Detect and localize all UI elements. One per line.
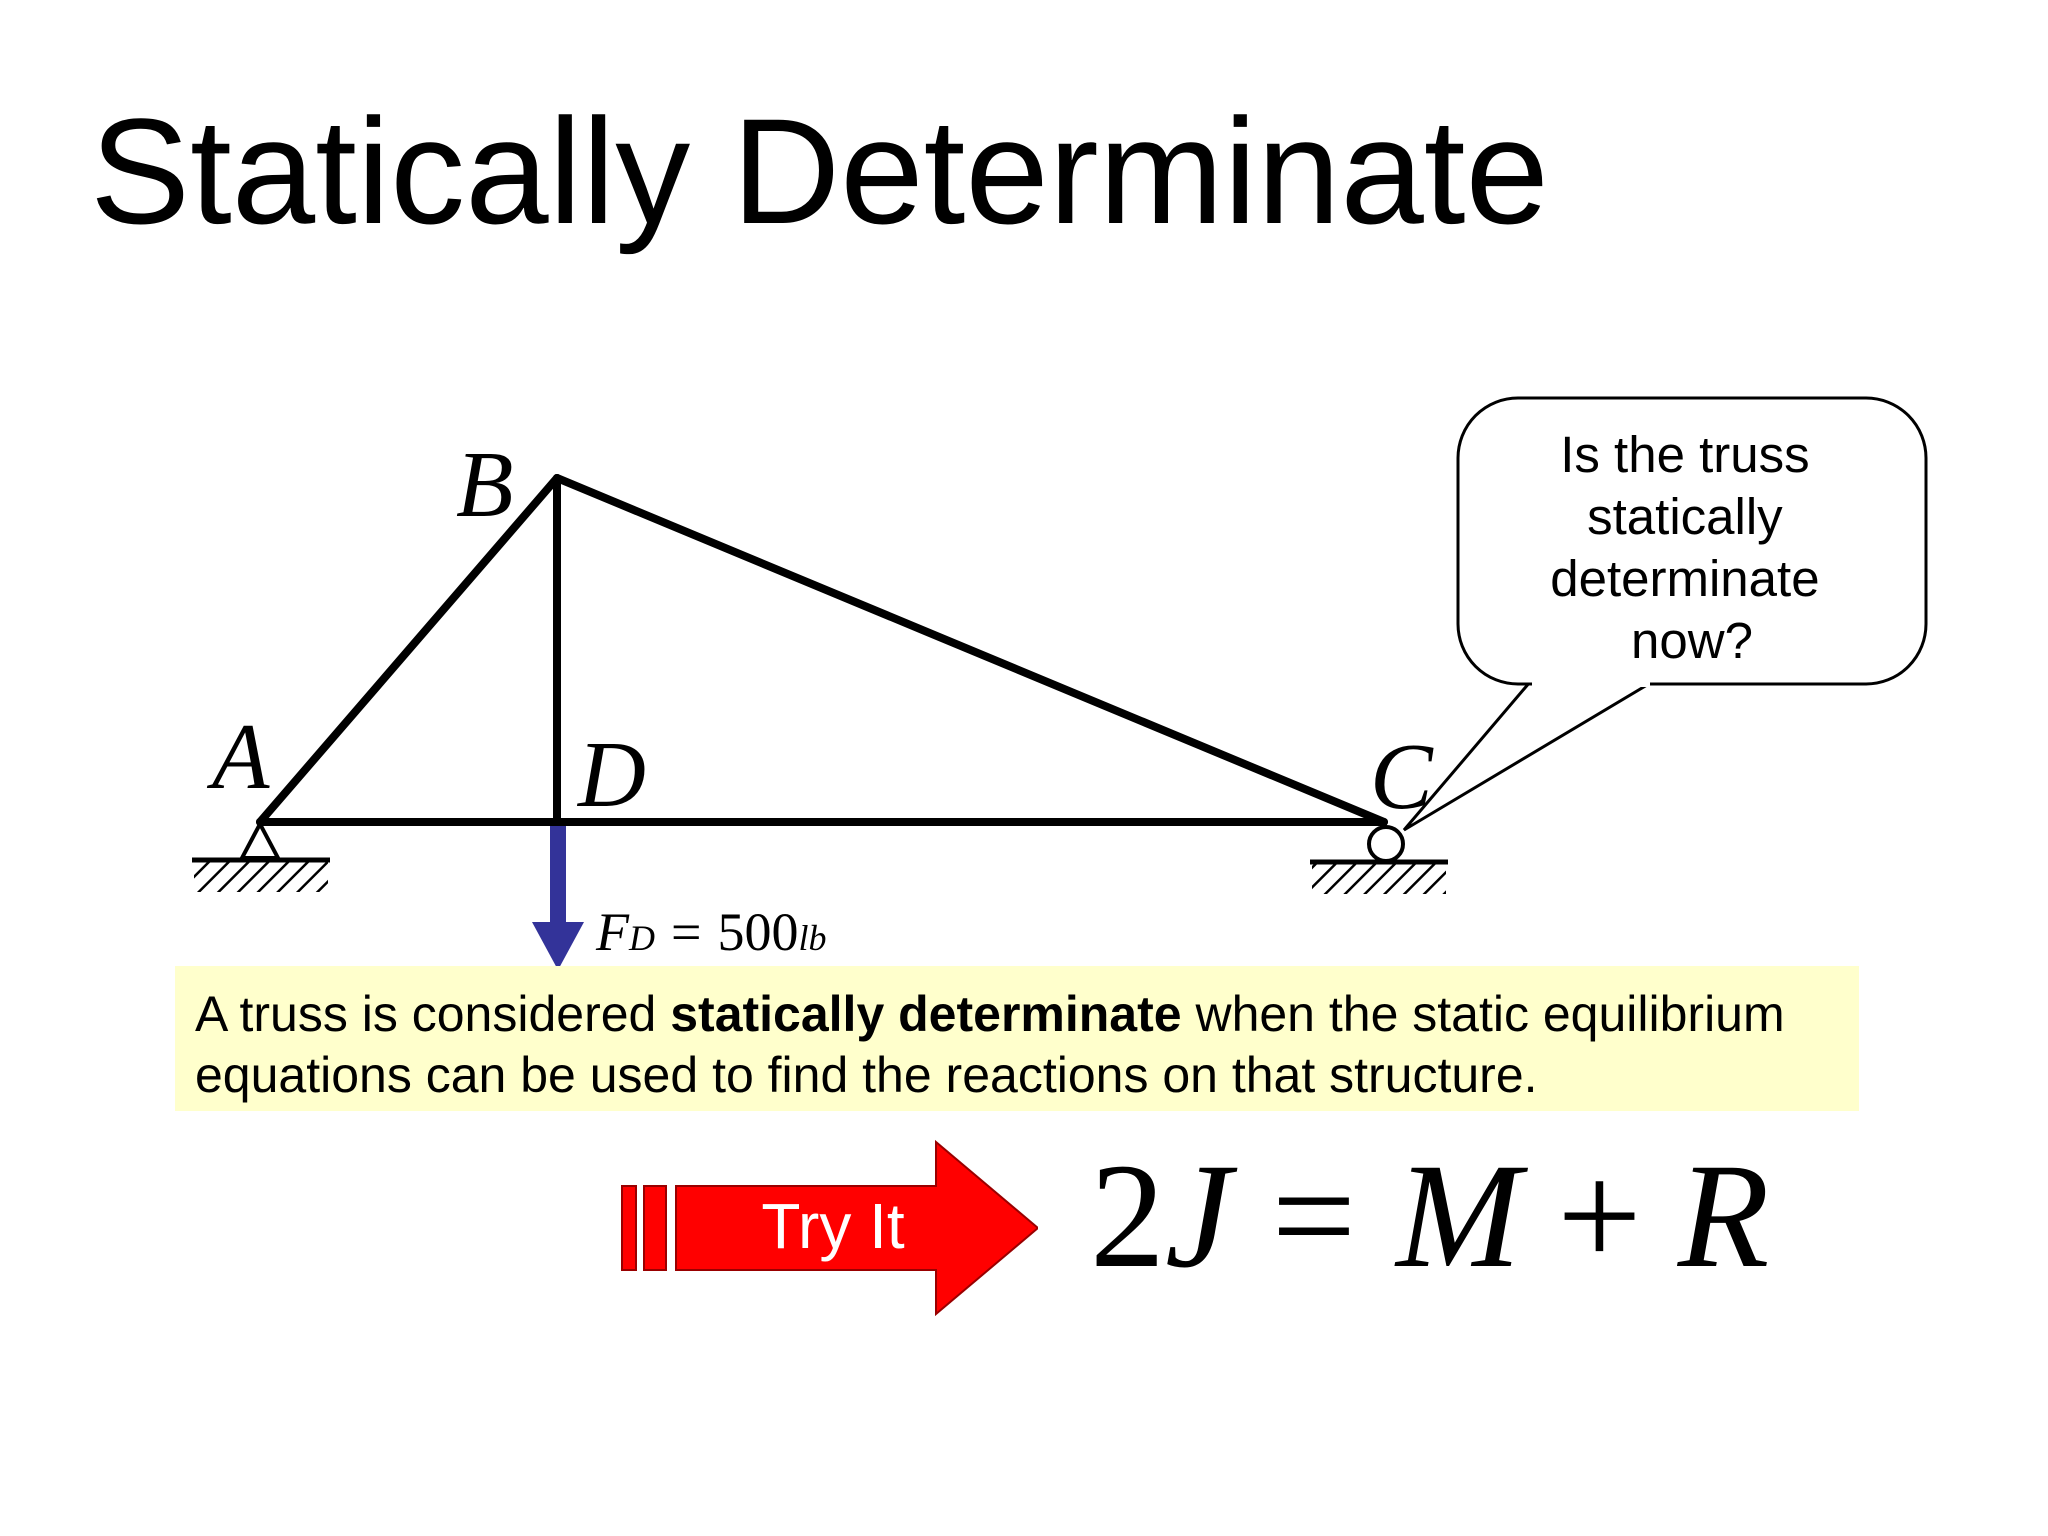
truss-members bbox=[256, 474, 1388, 826]
definition-bold-term: statically determinate bbox=[670, 986, 1182, 1042]
equation-j: J bbox=[1165, 1140, 1238, 1290]
callout-text: Is the truss statically determinate now? bbox=[1550, 426, 1834, 669]
equation: 2J=M+R bbox=[1090, 1140, 1769, 1290]
definition-box: A truss is considered statically determi… bbox=[175, 966, 1859, 1111]
try-it-stripe-1 bbox=[621, 1185, 637, 1271]
definition-line-2: equations can be used to find the reacti… bbox=[195, 1047, 1538, 1103]
try-it-button[interactable]: Try It bbox=[618, 1136, 1038, 1316]
node-label-a: A bbox=[206, 705, 270, 809]
callout-line-3: determinate bbox=[1550, 550, 1819, 607]
member-ab bbox=[256, 474, 561, 826]
roller-support-c bbox=[1310, 825, 1448, 894]
pin-support-a bbox=[192, 819, 330, 892]
definition-line-1: A truss is considered statically determi… bbox=[195, 984, 1839, 1045]
member-bc bbox=[553, 474, 1388, 826]
equation-text: 2J=M+R bbox=[1090, 1140, 1769, 1290]
load-symbol: F bbox=[595, 902, 630, 962]
definition-suffix: when the static equilibrium bbox=[1181, 986, 1785, 1042]
equation-coef: 2 bbox=[1090, 1140, 1165, 1290]
load-unit: lb bbox=[798, 918, 826, 958]
try-it-arrow-shape bbox=[675, 1139, 1038, 1316]
callout-line-1: Is the truss bbox=[1560, 426, 1809, 483]
equation-plus: + bbox=[1557, 1140, 1642, 1290]
node-label-d: D bbox=[576, 723, 646, 827]
equation-equals: = bbox=[1272, 1140, 1357, 1290]
equation-m: M bbox=[1394, 1140, 1528, 1290]
node-label-b: B bbox=[456, 433, 513, 537]
callout-line-2: statically bbox=[1587, 488, 1783, 545]
callout-bubble: Is the truss statically determinate now? bbox=[1402, 396, 1928, 832]
try-it-stripe-2 bbox=[643, 1185, 667, 1271]
load-equals: = bbox=[671, 902, 701, 962]
callout-line-4: now? bbox=[1631, 612, 1753, 669]
definition-prefix: A truss is considered bbox=[195, 986, 671, 1042]
equation-r: R bbox=[1677, 1140, 1770, 1290]
load-label: FD = 500lb bbox=[595, 902, 826, 962]
load-arrow-d bbox=[532, 826, 584, 970]
try-it-label: Try It bbox=[761, 1190, 905, 1262]
load-subscript: D bbox=[628, 918, 655, 958]
slide-title: Statically Determinate bbox=[90, 87, 1549, 255]
load-value: 500 bbox=[717, 902, 798, 962]
